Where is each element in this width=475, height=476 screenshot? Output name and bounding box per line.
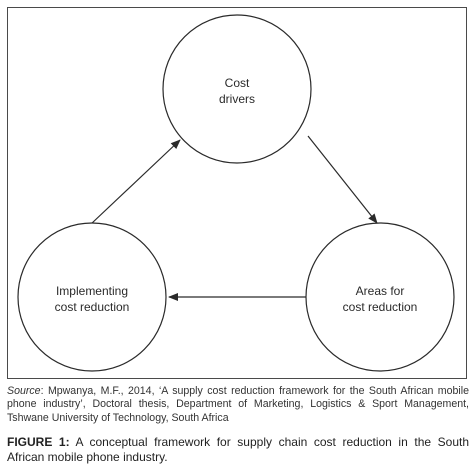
source-note: Source: Mpwanya, M.F., 2014, ‘A supply c… — [7, 385, 469, 425]
node-areas-label-line1: Areas for — [356, 284, 405, 298]
node-implementing-label-line1: Implementing — [56, 284, 128, 298]
framework-diagram: Cost drivers Areas for cost reduction Im… — [17, 14, 455, 372]
node-areas-for-cost-reduction: Areas for cost reduction — [305, 222, 455, 372]
arrow-cost-drivers-to-areas — [307, 135, 378, 224]
source-prefix: Source — [7, 385, 41, 397]
arrow-implementing-to-cost-drivers — [90, 139, 181, 225]
node-cost-drivers: Cost drivers — [162, 14, 312, 164]
source-text: : Mpwanya, M.F., 2014, ‘A supply cost re… — [7, 385, 469, 424]
node-cost-drivers-label-line2: drivers — [219, 92, 255, 106]
caption-prefix: FIGURE 1: — [7, 435, 70, 449]
node-implementing-label-line2: cost reduction — [55, 300, 130, 314]
figure-frame — [7, 7, 467, 379]
node-cost-drivers-label-line1: Cost — [225, 76, 250, 90]
node-implementing-cost-reduction: Implementing cost reduction — [17, 222, 167, 372]
caption-text: A conceptual framework for supply chain … — [7, 435, 469, 464]
node-areas-label-line2: cost reduction — [343, 300, 418, 314]
figure-caption: FIGURE 1: A conceptual framework for sup… — [7, 435, 469, 465]
